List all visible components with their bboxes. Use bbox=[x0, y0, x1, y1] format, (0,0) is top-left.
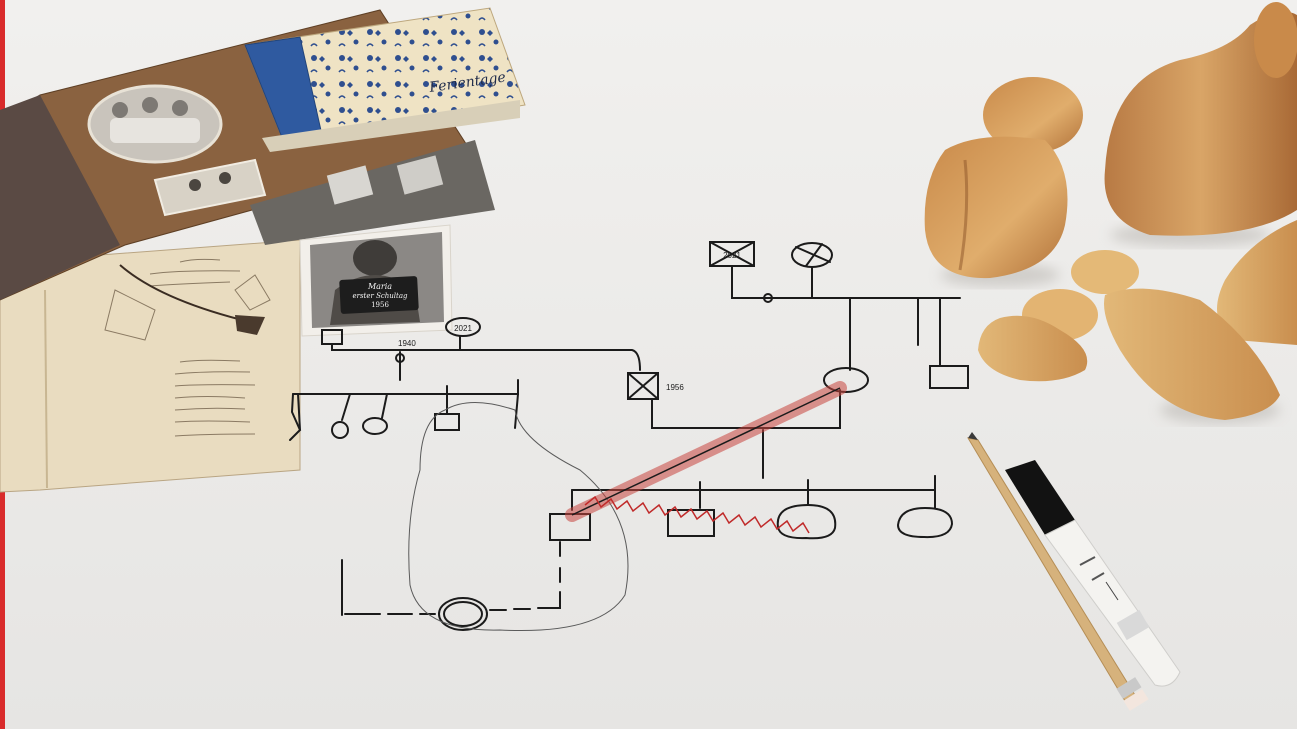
conflict-line bbox=[572, 388, 840, 533]
year-label: 2021 bbox=[723, 251, 741, 260]
photo-caption-line3: 1956 bbox=[371, 301, 389, 309]
wooden-figure-small-head bbox=[1071, 250, 1139, 294]
ferientage-album: Ferientage bbox=[245, 8, 525, 152]
pencil-lasso bbox=[409, 403, 628, 631]
photo-album: Ferientage Maria erster Schultag 1956 bbox=[0, 8, 525, 492]
photo-caption-line2: erster Schultag bbox=[352, 292, 408, 300]
pencil bbox=[968, 432, 1149, 711]
year-label: 1940 bbox=[398, 339, 416, 348]
marker-pen bbox=[1005, 460, 1180, 686]
photo-caption-line1: Maria bbox=[367, 282, 392, 291]
year-label: 1956 bbox=[666, 383, 684, 392]
year-label: 2021 bbox=[454, 324, 472, 333]
wooden-figures bbox=[925, 2, 1297, 424]
school-photo: Maria erster Schultag 1956 bbox=[300, 225, 452, 336]
wooden-figure-tall bbox=[925, 137, 1068, 278]
